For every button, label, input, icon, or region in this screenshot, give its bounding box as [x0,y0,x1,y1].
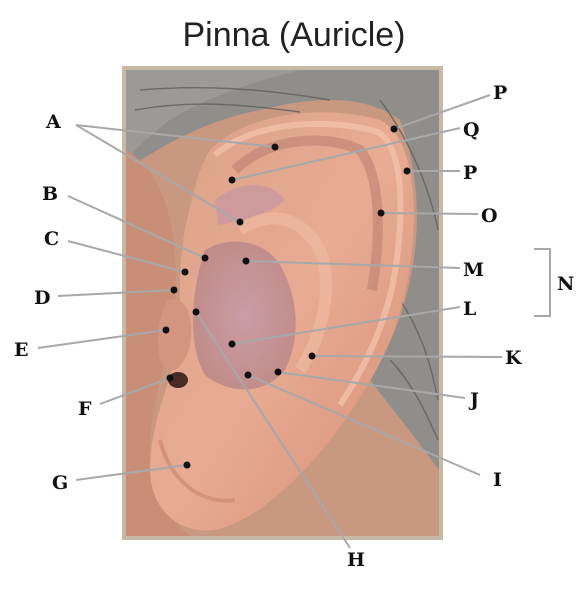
leader-b [67,195,206,259]
leader-c [67,240,186,273]
label-h: H [347,549,365,571]
helix-rim [213,120,404,407]
dot-k [308,352,316,360]
ear-canal [168,372,188,388]
dot-a1 [271,143,279,151]
ear-photo [126,70,439,536]
hair-strands [134,86,439,441]
label-n: N [557,273,574,295]
leader-a2 [75,124,241,223]
dot-e [162,326,170,334]
leader-i [247,374,481,476]
label-m: M [463,259,484,281]
dot-i [244,371,252,379]
label-j: J [468,389,479,411]
antihelix [236,212,333,374]
dot-l [228,340,236,348]
photo-frame [122,66,443,540]
structure-labels: A B C D E F G H I J K L M N O P P Q [14,82,574,571]
hair-top [126,70,300,160]
leader-e [37,329,167,349]
leader-o [380,212,479,215]
leader-k [311,355,503,358]
label-a: A [45,111,61,133]
tragus [158,299,192,371]
leader-p1 [393,94,491,130]
pointer-dots [162,125,411,469]
leader-l [231,306,461,345]
dot-m [242,257,250,265]
label-c: C [44,228,59,250]
label-e: E [14,339,28,361]
dot-b [201,254,209,262]
leader-j [277,371,466,399]
label-g: G [52,472,68,494]
leader-h [195,311,351,549]
dot-p2 [403,167,411,175]
label-l: L [463,298,476,320]
dot-j [274,368,282,376]
cheek [126,150,190,536]
label-b: B [42,183,58,205]
label-f: F [78,398,92,420]
dot-d [170,286,178,294]
dot-a2 [236,218,244,226]
label-k: K [505,347,523,369]
leader-lines [37,94,503,549]
leader-q [231,127,461,181]
label-p-mid: P [463,162,477,184]
leader-a1 [75,124,276,148]
dot-g [183,461,191,469]
lobe-shadow [158,439,236,503]
leader-m [245,260,461,269]
dot-p1 [390,125,398,133]
leader-f [99,377,171,405]
bracket-n [534,248,551,317]
concha [192,241,296,390]
label-p-top: P [493,82,507,104]
dot-o [377,209,385,217]
label-o: O [481,205,498,227]
label-i: I [493,469,502,491]
leader-g [75,464,188,481]
triangular-fossa [215,185,285,225]
dot-q [228,176,236,184]
label-q: Q [463,119,480,141]
dot-c [181,268,189,276]
label-d: D [34,287,50,309]
leader-d [57,289,175,297]
dot-h [192,308,200,316]
dot-f [166,374,174,382]
diagram-title: Pinna (Auricle) [182,16,406,54]
